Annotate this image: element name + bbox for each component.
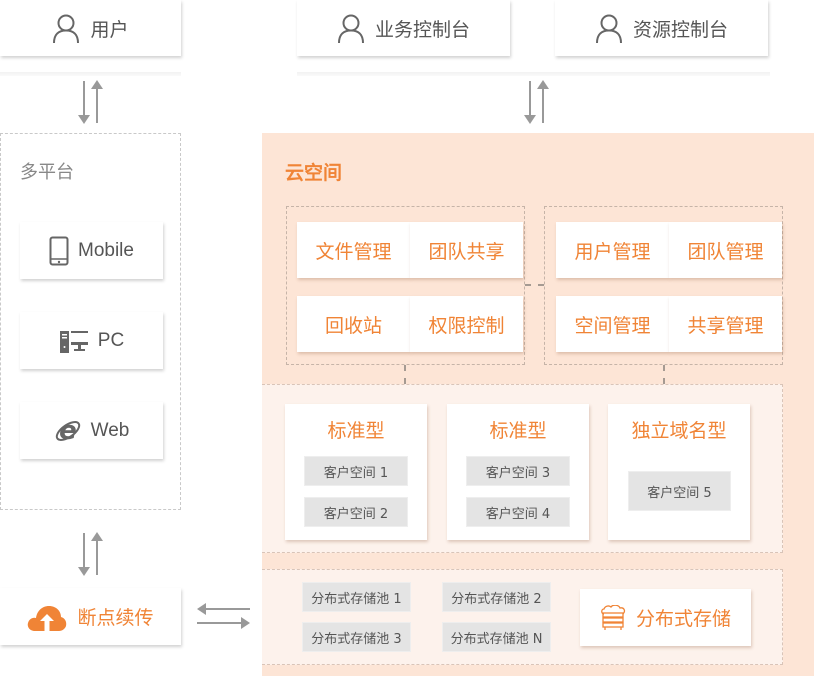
resource-console-card[interactable]: 资源控制台 — [555, 0, 768, 56]
connector-line — [404, 365, 406, 384]
cloud-space-title: 云空间 — [285, 162, 343, 184]
file-management-card[interactable]: 文件管理 — [297, 222, 410, 278]
bidirectional-arrow-icon — [197, 603, 250, 629]
storage-pool-chip[interactable]: 分布式存储池 N — [442, 622, 551, 652]
customer-space-chip[interactable]: 客户空间 5 — [628, 471, 731, 511]
ie-browser-icon: e — [55, 416, 80, 446]
cloud-upload-icon — [28, 605, 67, 631]
business-console-label: 业务控制台 — [374, 18, 470, 41]
share-management-card[interactable]: 共享管理 — [669, 296, 782, 352]
bidirectional-arrow-icon — [78, 80, 103, 124]
type-title: 标准型 — [489, 420, 547, 442]
type-title: 独立域名型 — [631, 420, 727, 442]
platform-group — [0, 133, 181, 510]
platform-pc[interactable]: PC — [20, 312, 163, 369]
mobile-phone-icon — [49, 236, 69, 265]
user-icon — [595, 14, 622, 43]
team-management-card[interactable]: 团队管理 — [669, 222, 782, 278]
resume-transfer-label: 断点续传 — [77, 607, 154, 629]
admin-functions-group — [544, 206, 783, 365]
type-title: 标准型 — [327, 420, 385, 442]
user-label: 用户 — [90, 18, 129, 41]
connector-line — [525, 284, 544, 286]
platform-mobile-label: Mobile — [78, 239, 134, 261]
team-sharing-card[interactable]: 团队共享 — [410, 222, 523, 278]
user-management-card[interactable]: 用户管理 — [556, 222, 669, 278]
customer-space-chip[interactable]: 客户空间 1 — [304, 456, 408, 486]
platform-pc-label: PC — [97, 329, 125, 351]
customer-space-chip[interactable]: 客户空间 2 — [304, 497, 408, 527]
platform-web[interactable]: e Web — [20, 402, 163, 459]
desktop-pc-icon — [59, 330, 88, 353]
storage-pool-chip[interactable]: 分布式存储池 2 — [442, 582, 551, 612]
divider — [297, 72, 770, 76]
bidirectional-arrow-icon — [524, 80, 549, 124]
connector-line — [663, 365, 665, 384]
customer-space-chip[interactable]: 客户空间 3 — [466, 456, 570, 486]
svg-text:e: e — [59, 416, 77, 446]
user-icon — [337, 14, 364, 43]
storage-pool-chip[interactable]: 分布式存储池 1 — [302, 582, 411, 612]
business-console-card[interactable]: 业务控制台 — [297, 0, 510, 56]
divider — [0, 72, 181, 76]
storage-pool-chip[interactable]: 分布式存储池 3 — [302, 622, 411, 652]
customer-space-chip[interactable]: 客户空间 4 — [466, 497, 570, 527]
platform-web-label: Web — [90, 419, 130, 441]
file-functions-group — [286, 206, 525, 365]
resource-console-label: 资源控制台 — [632, 18, 728, 41]
platform-title: 多平台 — [20, 162, 74, 183]
user-icon — [53, 14, 80, 43]
platform-mobile[interactable]: Mobile — [20, 222, 163, 279]
distributed-storage-label: 分布式存储 — [635, 608, 731, 630]
permission-control-card[interactable]: 权限控制 — [410, 296, 523, 352]
resume-transfer-card[interactable]: 断点续传 — [0, 588, 181, 645]
cloud-server-icon — [601, 604, 626, 630]
bidirectional-arrow-icon — [78, 532, 103, 576]
recycle-bin-card[interactable]: 回收站 — [297, 296, 410, 352]
user-card[interactable]: 用户 — [0, 0, 181, 56]
distributed-storage-card[interactable]: 分布式存储 — [580, 589, 751, 646]
space-management-card[interactable]: 空间管理 — [556, 296, 669, 352]
